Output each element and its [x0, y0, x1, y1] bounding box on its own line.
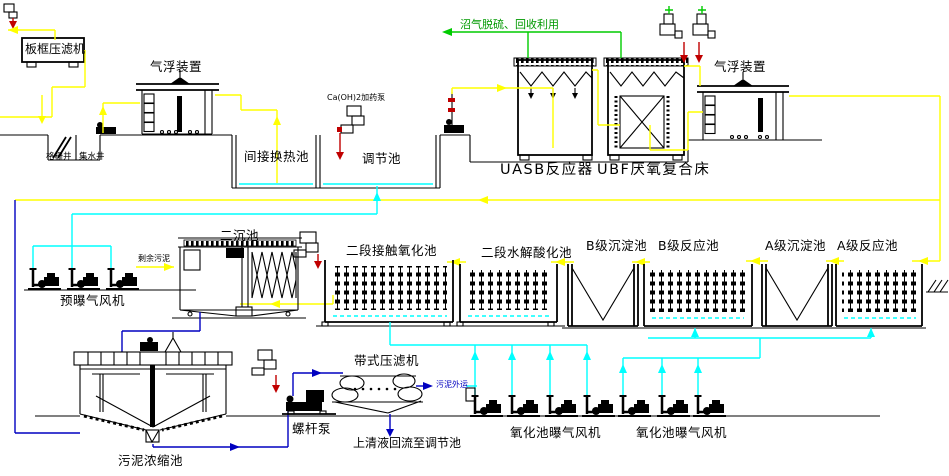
belt-filter-press: [331, 373, 423, 414]
clarifier-dosing-device: [293, 231, 322, 269]
label-air-flotation-right: 气浮装置: [714, 59, 767, 74]
plate-filter-press: [21, 37, 85, 68]
label-air-flotation-left: 气浮装置: [150, 59, 203, 74]
screen-well: [52, 136, 72, 159]
blue-sludge-piping: [14, 200, 433, 451]
thickener-dosing-device: [251, 349, 280, 393]
label-a-reaction-tank: A级反应池: [837, 238, 899, 253]
uasb-feed-pump: [444, 92, 464, 133]
label-contact-oxidation-tank: 二段接触氧化池: [346, 243, 438, 258]
label-hydrolysis-tank: 二段水解酸化池: [481, 245, 573, 260]
label-b-sedimentation-tank: B级沉淀池: [586, 238, 648, 253]
oxidation-blowers-right: [616, 394, 728, 419]
label-a-sedimentation-tank: A级沉淀池: [765, 238, 827, 253]
air-flotation-right: [697, 72, 789, 141]
label-biogas-note: 沼气脱硫、回收利用: [460, 18, 559, 31]
pool-walls: [231, 135, 441, 189]
collection-well-pump: [96, 122, 116, 134]
screw-pump: [282, 390, 336, 415]
label-sludge-thickener: 污泥浓缩池: [118, 453, 184, 468]
hydrolysis-tank: [452, 264, 565, 327]
biogas-pipe: [442, 28, 622, 58]
cyan-air-piping: [32, 186, 875, 395]
caoh2-dosing-device: [336, 105, 365, 160]
label-supernatant-return: 上清液回流至调节池: [353, 436, 462, 450]
air-flotation-left: [136, 70, 219, 135]
label-oxidation-blower-right: 氧化池曝气风机: [636, 425, 728, 440]
pre-aeration-blowers: [26, 267, 141, 292]
label-screen-well: 格栅井: [46, 152, 72, 162]
contact-oxidation-tank: [316, 260, 462, 327]
label-secondary-clarifier: 二沉池: [220, 228, 260, 243]
label-sludge-outbound: 污泥外运: [436, 380, 468, 389]
label-caoh2-dosing: Ca(OH)2加药泵: [327, 93, 386, 102]
a-reaction-tank: [830, 264, 949, 329]
uasb-reactor: [513, 57, 597, 161]
label-indirect-heat-pool: 间接换热池: [244, 149, 310, 164]
sludge-thickener: [73, 332, 233, 444]
ubf-reactor: [603, 57, 689, 161]
corner-dosing-device: [3, 3, 18, 29]
label-screw-pump: 螺杆泵: [292, 421, 332, 436]
sludge-out-device: [465, 385, 477, 402]
label-plate-filter-press: 板框压滤机: [25, 42, 86, 56]
yellow-piping: [0, 26, 941, 308]
secondary-clarifier: [172, 237, 306, 319]
label-uasb-reactor: UASB反应器: [500, 162, 594, 178]
oxidation-blowers-left: [468, 394, 617, 419]
label-ubf-reactor: UBF厌氧复合床: [597, 162, 711, 178]
b-sedimentation-tank: [562, 264, 644, 329]
b-reaction-tank: [638, 264, 758, 329]
label-b-reaction-tank: B级反应池: [658, 238, 720, 253]
label-regulation-pool: 调节池: [362, 151, 402, 166]
label-pre-aeration-blower: 预曝气风机: [60, 293, 126, 308]
a-sedimentation-tank: [756, 264, 838, 329]
gas-towers: [659, 6, 716, 63]
label-oxidation-blower-left: 氧化池曝气风机: [510, 425, 602, 440]
label-excess-sludge: 剩余污泥: [138, 254, 170, 263]
label-belt-filter-press: 带式压滤机: [354, 353, 420, 368]
label-collection-well: 集水井: [79, 152, 105, 162]
